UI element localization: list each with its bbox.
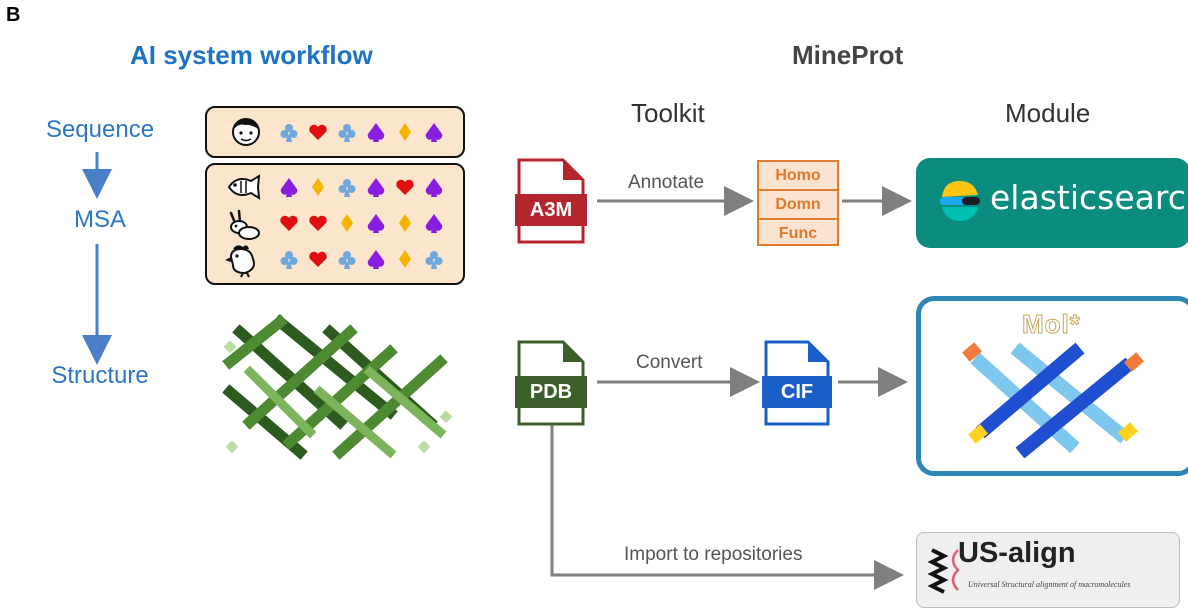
cif-label: CIF (780, 381, 814, 403)
elasticsearch-label: elasticsearch (990, 178, 1188, 217)
club-icon (338, 179, 356, 197)
spade-icon (425, 178, 443, 197)
sequence-card (205, 106, 465, 158)
msa-card (205, 163, 465, 285)
molstar-logo: Mol* (1022, 309, 1081, 340)
step-sequence: Sequence (45, 116, 155, 143)
step-msa: MSA (73, 206, 126, 233)
heart-icon (309, 251, 327, 267)
club-icon (338, 251, 356, 269)
toolkit-heading: Toolkit (631, 98, 705, 128)
usalign-title: US-align (958, 537, 1076, 569)
pdb-label: PDB (529, 381, 573, 403)
annotation-homo: Homo (775, 167, 821, 184)
spade-icon (280, 178, 298, 197)
usalign-logo-icon (928, 548, 960, 594)
chicken-icon (225, 245, 255, 278)
diamond-icon (341, 214, 353, 232)
usalign-subtitle: Universal Structural alignment of macrom… (968, 580, 1131, 589)
workflow-title: AI system workflow (130, 40, 373, 70)
club-icon (425, 251, 443, 269)
person-icon (229, 114, 263, 153)
step-structure: Structure (51, 362, 149, 389)
club-icon (280, 251, 298, 269)
diamond-icon (399, 250, 411, 268)
spade-icon (425, 123, 443, 142)
a3m-label: A3M (529, 199, 573, 221)
heart-icon (309, 215, 327, 231)
panel-label: B (6, 4, 21, 26)
spade-icon (367, 178, 385, 197)
import-label: Import to repositories (624, 544, 803, 565)
fish-icon (227, 174, 261, 200)
diamond-icon (399, 214, 411, 232)
convert-label: Convert (636, 352, 703, 373)
heart-icon (280, 215, 298, 231)
annotation-box: Homo Domn Func (757, 160, 839, 246)
heart-icon (309, 124, 327, 140)
mineprot-title: MineProt (792, 40, 904, 70)
rabbit-icon (229, 209, 260, 240)
cif-file-icon: CIF (762, 340, 832, 431)
annotate-label: Annotate (628, 172, 705, 193)
diamond-icon (399, 123, 411, 141)
annotation-domn: Domn (759, 189, 837, 218)
molstar-structure-image (962, 342, 1144, 458)
club-icon (338, 124, 356, 142)
club-icon (280, 124, 298, 142)
diamond-icon (312, 178, 324, 196)
spade-icon (367, 214, 385, 233)
usalign-module (916, 532, 1180, 608)
pdb-file-icon: PDB (515, 340, 587, 431)
elasticsearch-logo-icon (940, 181, 980, 221)
heart-icon (396, 179, 414, 195)
sequence-symbols (280, 123, 443, 142)
spade-icon (367, 250, 385, 269)
msa-symbols (280, 178, 443, 269)
spade-icon (425, 214, 443, 233)
animal-icons (225, 174, 261, 278)
annotation-func: Func (759, 218, 837, 247)
spade-icon (367, 123, 385, 142)
module-heading: Module (1005, 98, 1091, 128)
a3m-file-icon: A3M (515, 158, 587, 249)
protein-structure-image (222, 314, 453, 460)
arrow-import (550, 420, 904, 590)
